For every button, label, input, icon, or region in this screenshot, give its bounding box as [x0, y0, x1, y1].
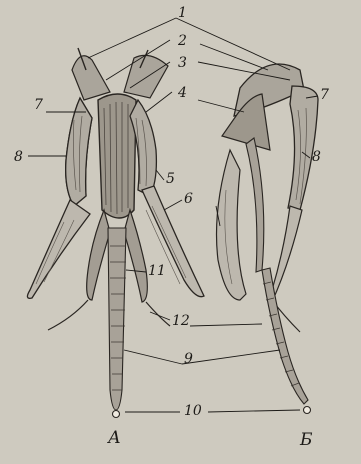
callout-8-right: 8 [312, 150, 321, 164]
callout-11: 11 [148, 264, 166, 278]
caption-b: Б [300, 432, 313, 449]
caption-a: А [108, 430, 121, 447]
callout-3: 3 [178, 56, 187, 70]
callout-4: 4 [178, 86, 187, 100]
callout-6: 6 [184, 192, 193, 206]
callout-12: 12 [172, 314, 190, 328]
callout-7-left: 7 [34, 98, 43, 112]
callout-7-right: 7 [320, 88, 329, 102]
specimen-a-tail-tip [113, 411, 120, 418]
callout-5: 5 [166, 172, 175, 186]
callout-10: 10 [184, 404, 202, 418]
callout-9: 9 [184, 352, 193, 366]
callout-1: 1 [178, 6, 187, 20]
callout-8-left: 8 [14, 150, 23, 164]
callout-2: 2 [178, 34, 187, 48]
specimen-b-tail-tip [304, 407, 311, 414]
